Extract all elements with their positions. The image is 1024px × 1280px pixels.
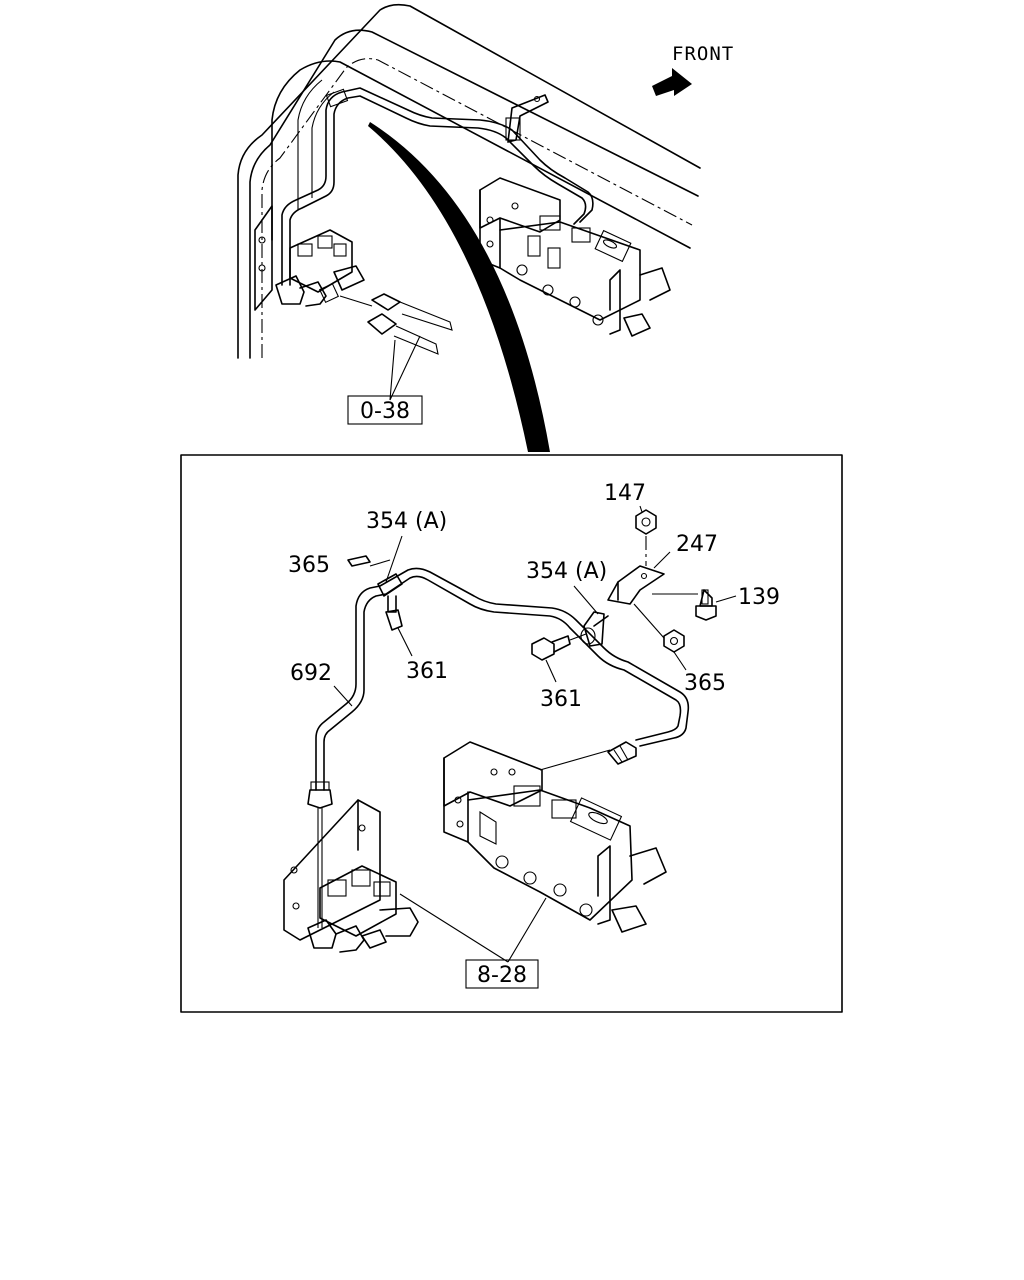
callout-139: 139	[738, 585, 780, 610]
front-label: FRONT	[672, 43, 734, 65]
overview-right-valve	[479, 177, 671, 337]
ref-box-8-28	[465, 959, 539, 989]
ref-label-8-28: 8-28	[477, 963, 527, 988]
brake-pipe-692	[307, 567, 690, 809]
callout-147: 147	[604, 481, 646, 506]
overview-left-valve	[254, 205, 453, 355]
callout-692: 692	[290, 661, 332, 686]
clip-354a-left	[377, 573, 403, 631]
nut-365-right	[663, 629, 685, 653]
detail-frame	[180, 454, 843, 1013]
cab-frame	[237, 3, 701, 359]
bolt-361-right	[531, 633, 587, 661]
detail-illustration: 8-28 147 247 139 354 (A) 354 (A) 365 365…	[283, 481, 780, 989]
callout-leaders	[333, 505, 737, 707]
callout-354a-right: 354 (A)	[526, 559, 607, 584]
front-arrow-icon	[652, 68, 692, 96]
callout-247: 247	[676, 532, 718, 557]
ref-leader-0-38	[389, 335, 421, 401]
overview-brake-pipe	[281, 87, 594, 286]
callout-365-left: 365	[288, 553, 330, 578]
zoom-arrow	[368, 122, 550, 452]
nut-147	[635, 509, 657, 535]
overview-illustration: FRONT 0-38	[237, 3, 734, 452]
detail-right-valve	[443, 741, 667, 933]
ref-label-0-38: 0-38	[360, 399, 410, 424]
callout-361-left: 361	[406, 659, 448, 684]
callout-361-right: 361	[540, 687, 582, 712]
callout-354a-left: 354 (A)	[366, 509, 447, 534]
clip-365-left	[347, 555, 371, 567]
detail-left-valve	[283, 799, 419, 953]
bolt-139	[652, 589, 717, 621]
ref-leader-8-28	[399, 893, 547, 963]
callout-365-right: 365	[684, 671, 726, 696]
ref-box-0-38	[347, 395, 423, 425]
